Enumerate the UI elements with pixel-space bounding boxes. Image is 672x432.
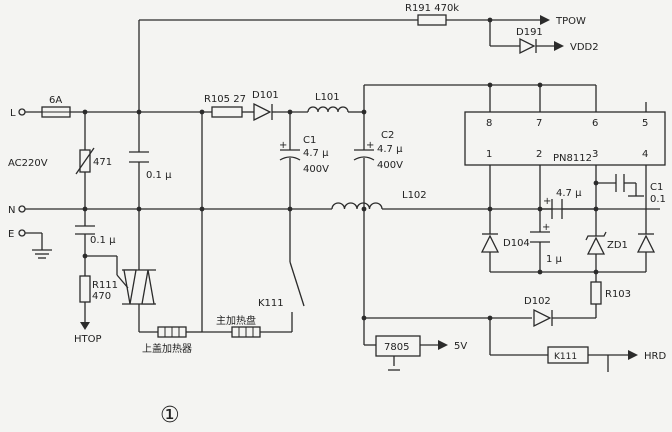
- diode-right: [636, 233, 656, 253]
- label-zd1: ZD1: [607, 240, 628, 251]
- capacitor-c2: +: [353, 140, 374, 161]
- label-reg: 7805: [384, 342, 409, 353]
- capacitor-0-1u-top: [129, 151, 149, 163]
- label-pin5: 5: [642, 118, 648, 129]
- triac: [116, 269, 156, 305]
- diode-d102: [533, 308, 553, 328]
- top-heater: [157, 326, 187, 338]
- label-hrd: HRD: [644, 351, 666, 362]
- inductor-l102: [331, 202, 383, 210]
- label-top-heater: 上盖加热器: [142, 342, 192, 355]
- label-c2-val2: 400V: [377, 160, 403, 171]
- label-n: N: [8, 205, 15, 216]
- terminal-n: [18, 205, 26, 213]
- fuse: [41, 106, 71, 118]
- label-5v: 5V: [454, 341, 467, 352]
- capacitor-c1-right: [615, 174, 625, 192]
- resistor-r105: [211, 106, 243, 118]
- label-k111-relay: K111: [554, 352, 577, 362]
- label-pin1: 1: [486, 149, 492, 160]
- label-e: E: [8, 229, 14, 240]
- label-c1-val1: 4.7 μ: [303, 148, 329, 159]
- labels: L N E AC220V 6A 471 0.1 μ 0.1 μ R111 470…: [8, 3, 666, 428]
- label-l: L: [10, 108, 16, 119]
- label-ac220v: AC220V: [8, 158, 48, 169]
- label-cap-01-top: 0.1 μ: [146, 170, 172, 181]
- label-c2: C2: [381, 130, 394, 141]
- varistor: [75, 147, 95, 175]
- diode-d104: [480, 233, 500, 253]
- label-pin6: 6: [592, 118, 598, 129]
- capacitor-4-7u: +: [543, 196, 563, 219]
- relay-coil-k111: [547, 346, 638, 364]
- inductor-l101: [307, 106, 349, 113]
- svg-text:+: +: [366, 140, 374, 151]
- resistor-r103: [590, 281, 602, 305]
- diode-d191: [519, 37, 564, 55]
- label-l102: L102: [402, 190, 427, 201]
- label-r105: R105 27: [204, 94, 246, 105]
- label-ic: PN8112: [553, 153, 592, 164]
- capacitor-1u: +: [530, 222, 550, 243]
- tpow-junction-arrow: [485, 38, 495, 46]
- label-pin4: 4: [642, 149, 648, 160]
- label-cap-01-bottom: 0.1 μ: [90, 235, 116, 246]
- label-r103: R103: [605, 289, 631, 300]
- resistor-r191: [417, 14, 447, 26]
- label-cap-1u: 1 μ: [546, 254, 563, 265]
- label-circled-one: ①: [160, 403, 180, 428]
- svg-text:+: +: [543, 196, 551, 207]
- capacitor-0-1u-bottom: [75, 225, 95, 235]
- label-c2-val1: 4.7 μ: [377, 144, 403, 155]
- ic-pn8112: [464, 111, 666, 166]
- diode-d101: [252, 102, 276, 122]
- terminals: [18, 108, 26, 237]
- main-heater: [231, 326, 261, 338]
- label-c1-right: C1: [650, 182, 663, 193]
- label-htop: HTOP: [74, 334, 102, 345]
- label-l101: L101: [315, 92, 340, 103]
- label-d102: D102: [524, 296, 551, 307]
- wires: [24, 19, 660, 372]
- htop-arrow: [80, 322, 90, 330]
- label-k111-switch: K111: [258, 298, 284, 309]
- label-c1-right-val: 0.1: [650, 194, 666, 205]
- label-tpow: TPOW: [555, 16, 586, 27]
- label-r111: R111: [92, 280, 118, 291]
- label-pin3: 3: [592, 149, 598, 160]
- capacitor-c1: +: [279, 140, 301, 161]
- label-vdd2: VDD2: [570, 42, 599, 53]
- svg-text:+: +: [542, 222, 550, 233]
- label-c1-val2: 400V: [303, 164, 329, 175]
- label-cap-47u: 4.7 μ: [556, 188, 582, 199]
- label-d101: D101: [252, 90, 279, 101]
- label-fuse: 6A: [49, 95, 62, 106]
- resistor-r111: [79, 275, 91, 303]
- label-c1: C1: [303, 135, 316, 146]
- label-pin2: 2: [536, 149, 542, 160]
- label-pin7: 7: [536, 118, 542, 129]
- label-pin8: 8: [486, 118, 492, 129]
- regulator-7805: [375, 335, 448, 357]
- zener-zd1: [585, 231, 607, 255]
- tpow-arrow: [540, 15, 550, 25]
- label-d191: D191: [516, 27, 543, 38]
- label-r191: R191 470k: [405, 3, 459, 14]
- label-r111-val: 470: [92, 291, 111, 302]
- label-main-heater: 主加热盘: [216, 314, 256, 327]
- svg-text:+: +: [279, 140, 287, 151]
- terminal-l: [18, 108, 26, 116]
- junction-dots: [82, 17, 599, 321]
- ground-symbol-e: [32, 249, 52, 259]
- label-varistor: 471: [93, 157, 112, 168]
- terminal-e: [18, 229, 26, 237]
- relay-switch-k111: [289, 261, 305, 307]
- label-d104: D104: [503, 238, 530, 249]
